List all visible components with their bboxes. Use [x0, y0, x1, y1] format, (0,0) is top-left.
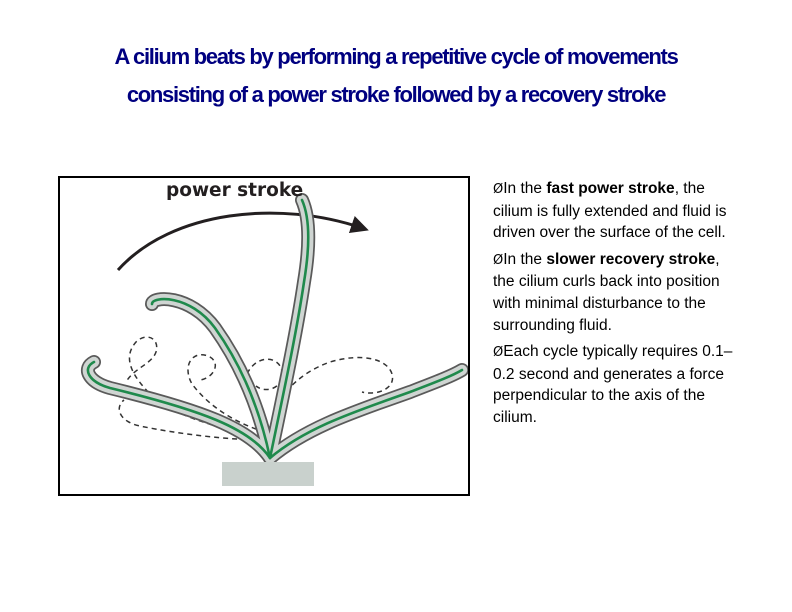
bullet-list: ØIn the fast power stroke, the cilium is… — [493, 178, 733, 434]
power-stroke-arrow — [116, 211, 369, 272]
bullet-text: , the cilium curls back into position wi… — [493, 250, 720, 334]
bullet-text: , the cilium is fully extended and fluid… — [493, 180, 727, 242]
arrow-bullet-icon: Ø — [493, 252, 504, 268]
bullet-cycle-timing: ØEach cycle typically requires 0.1–0.2 s… — [493, 341, 733, 428]
arrow-bullet-icon: Ø — [493, 345, 504, 361]
cilium-diagram — [81, 193, 468, 486]
cilia-bodies — [81, 193, 468, 465]
bullet-text: In the — [503, 180, 547, 197]
bullet-text: In the — [503, 250, 547, 268]
power-stroke-label: power stroke — [166, 180, 304, 201]
slide-title-line-1: A cilium beats by performing a repetitiv… — [114, 44, 678, 69]
bullet-text-bold: slower recovery stroke — [546, 250, 716, 268]
bullet-text-bold: fast power stroke — [546, 180, 675, 197]
bullet-recovery-stroke: ØIn the slower recovery stroke, the cili… — [493, 249, 733, 336]
cell-surface — [222, 462, 314, 486]
slide-title-line-2: consisting of a power stroke followed by… — [126, 82, 667, 107]
arrow-bullet-icon: Ø — [493, 182, 504, 197]
cilium-beat-figure: power stroke — [58, 176, 470, 496]
bullet-text: Each cycle typically requires 0.1–0.2 se… — [493, 343, 733, 426]
slide-title: A cilium beats by performing a repetitiv… — [30, 38, 762, 114]
bullet-power-stroke: ØIn the fast power stroke, the cilium is… — [493, 178, 733, 244]
